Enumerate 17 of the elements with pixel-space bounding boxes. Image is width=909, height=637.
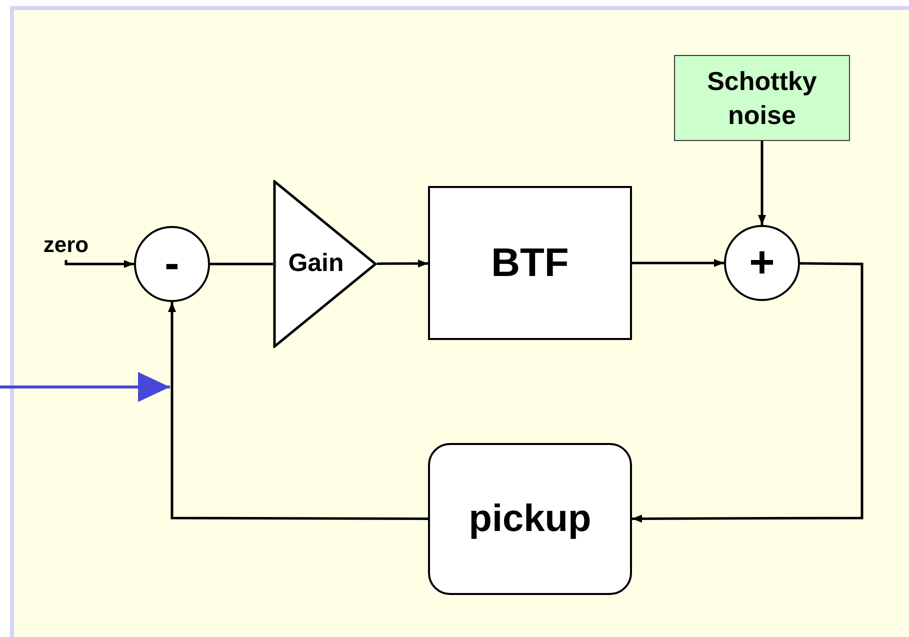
node-label: - (164, 238, 180, 290)
amplifier-triangle (273, 180, 377, 348)
node-label: pickup (468, 496, 592, 542)
node-label: + (749, 237, 775, 289)
arrow (632, 259, 724, 267)
arrow (632, 262, 864, 523)
arrow (758, 141, 766, 225)
arrow (64, 260, 134, 268)
process-box (428, 186, 632, 340)
arrow (377, 260, 428, 268)
process-box (428, 443, 632, 595)
node-label: Gain (288, 248, 345, 280)
node-label: BTF (491, 240, 569, 287)
node-label: Schottky noise (706, 65, 818, 132)
arrow (168, 302, 428, 520)
node-label: zero (43, 230, 89, 258)
noise-source-box (674, 55, 850, 141)
